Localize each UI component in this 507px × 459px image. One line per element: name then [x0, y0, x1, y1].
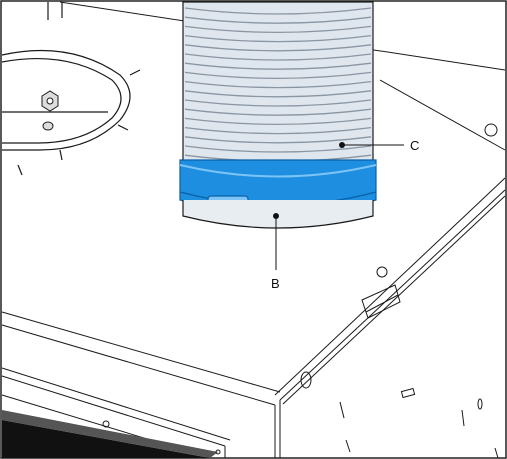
- duct-rib: [184, 108, 372, 116]
- duct-rib: [184, 62, 372, 70]
- callout-label-c: C: [410, 138, 419, 153]
- round-collar: [1, 2, 141, 176]
- nut-icon: [41, 90, 59, 112]
- duct-rib: [184, 80, 372, 89]
- duct-rib: [184, 34, 372, 43]
- duct-rib: [184, 44, 372, 52]
- duct-rib: [184, 53, 372, 61]
- duct-rib: [184, 136, 372, 144]
- callout-C: C: [339, 138, 419, 153]
- slot-edge: [2, 410, 218, 458]
- housing-details: [102, 123, 499, 459]
- duct-rib: [184, 126, 372, 135]
- callout-label-b: B: [271, 276, 280, 291]
- callout-B: B: [271, 213, 280, 291]
- duct-rib: [184, 117, 372, 126]
- duct-rib: [184, 25, 372, 34]
- duct-rib: [184, 90, 372, 98]
- flexible-duct: [182, 1, 374, 165]
- duct-rib: [184, 145, 372, 153]
- duct-ribs: [184, 7, 372, 162]
- duct-rib: [184, 16, 372, 24]
- duct-rib: [184, 71, 372, 80]
- bolt-icon: [42, 121, 54, 131]
- duct-rib: [184, 7, 372, 15]
- duct-rib: [184, 99, 372, 107]
